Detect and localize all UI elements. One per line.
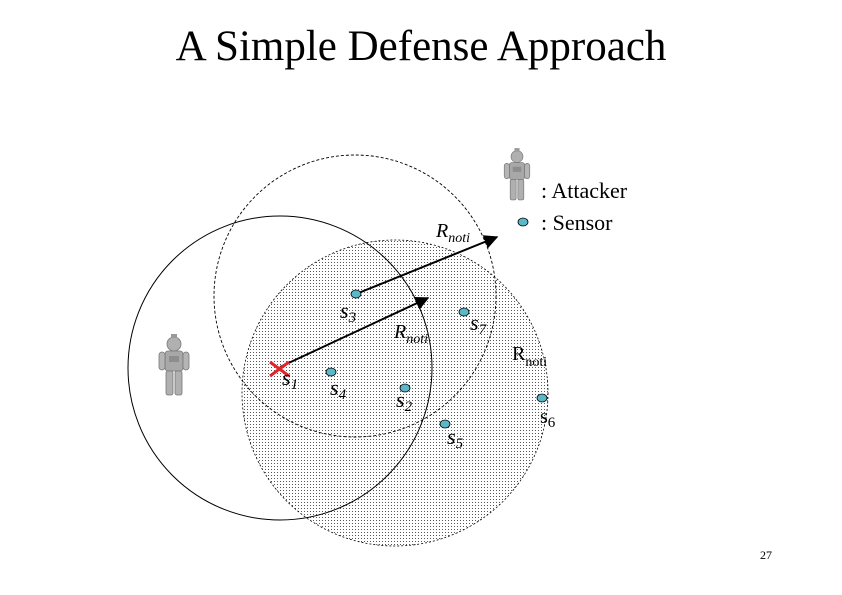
slide-title: A Simple Defense Approach [175, 23, 667, 70]
label-s2: s2 [396, 387, 413, 415]
sensor-s3 [350, 289, 362, 299]
label-s6: s6 [540, 406, 556, 431]
notification-range-s2 [241, 239, 549, 547]
sensor-s7 [458, 307, 470, 317]
rnoti-label-middle: Rnoti [393, 321, 428, 347]
sensor-s2 [399, 383, 411, 393]
sensor-s5 [439, 419, 451, 429]
legend-robot-icon [503, 147, 531, 201]
cross-mark-icon [269, 360, 290, 378]
sensor-s4 [325, 367, 337, 377]
legend-attacker-label: : Attacker [541, 178, 628, 203]
notification-range-s3 [213, 154, 497, 438]
legend-sensor-label: : Sensor [541, 210, 613, 235]
range-circle-s1 [127, 215, 433, 521]
label-s3: s3 [340, 298, 356, 326]
rnoti-arrow-s3 [355, 235, 499, 295]
label-s1: s1 [282, 365, 298, 393]
label-s5: s5 [447, 424, 464, 452]
page-number: 27 [760, 548, 772, 562]
attacker-robot-icon [158, 333, 190, 396]
label-s7: s7 [470, 310, 488, 338]
rnoti-arrow-s1 [279, 296, 430, 368]
label-s4: s4 [330, 375, 347, 403]
rnoti-label-right: Rnoti [512, 343, 547, 370]
legend-sensor-dot-icon [517, 217, 529, 227]
rnoti-label-top: Rnoti [435, 220, 470, 246]
sensor-s6 [536, 393, 548, 403]
